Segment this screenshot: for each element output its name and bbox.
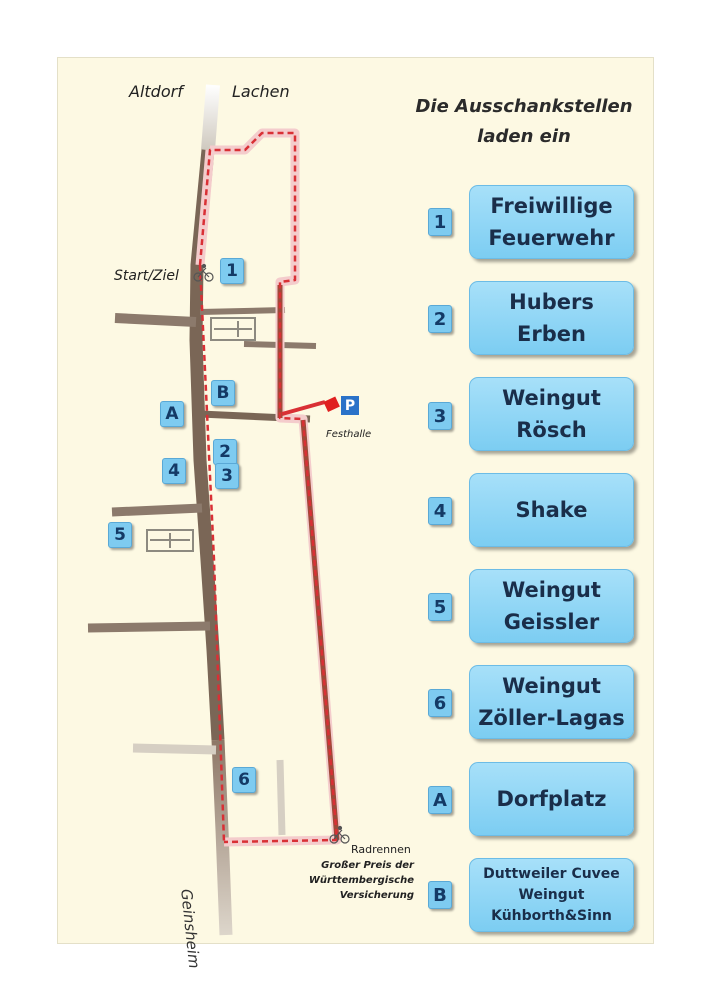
legend-number-a: A <box>428 786 452 814</box>
side-street <box>111 503 203 517</box>
legend-number-b: B <box>428 881 452 909</box>
map-marker-5: 5 <box>108 522 132 548</box>
legend-number-5: 5 <box>428 593 452 621</box>
legend-name: Shake <box>515 498 588 522</box>
festhalle-label: Festhalle <box>326 429 372 440</box>
race-route-main <box>198 264 226 843</box>
building-outline <box>210 317 256 341</box>
main-road-north <box>201 84 220 151</box>
main-road <box>189 149 225 741</box>
place-lachen: Lachen <box>232 82 290 101</box>
legend-name: Hubers Erben <box>509 290 594 346</box>
map-marker-2: 2 <box>213 439 237 465</box>
side-street <box>276 759 286 836</box>
legend-number-1: 1 <box>428 208 452 236</box>
route-band-main <box>195 149 215 266</box>
map-marker-4: 4 <box>162 458 186 484</box>
festhalle-building <box>323 396 340 412</box>
side-street <box>87 621 211 633</box>
legend-name: Freiwillige Feuerwehr <box>488 194 615 250</box>
legend-name: Dorfplatz <box>496 787 607 811</box>
start-finish-label: Start/Ziel <box>114 268 179 284</box>
legend-number-2: 2 <box>428 305 452 333</box>
race-route <box>198 131 339 844</box>
race-label: Radrennen <box>351 843 411 856</box>
legend-card-b: Duttweiler Cuvee Weingut Kühborth&Sinn <box>469 858 634 932</box>
legend-number-4: 4 <box>428 497 452 525</box>
side-street <box>199 307 286 315</box>
map-marker-6: 6 <box>232 767 256 793</box>
legend-card-6: Weingut Zöller-Lagas <box>469 665 634 739</box>
map-marker-1: 1 <box>220 258 244 284</box>
legend-card-3: Weingut Rösch <box>469 377 634 451</box>
map-marker-3: 3 <box>215 463 239 489</box>
legend-card-5: Weingut Geissler <box>469 569 634 643</box>
legend-card-1: Freiwillige Feuerwehr <box>469 185 634 259</box>
bicycle-icon <box>193 263 214 282</box>
legend-title-text: Die Ausschankstellen laden ein <box>415 96 633 147</box>
legend-card-2: Hubers Erben <box>469 281 634 355</box>
main-road-south <box>211 739 233 936</box>
legend-card-4: Shake <box>469 473 634 547</box>
building-outline <box>146 529 194 552</box>
parking-icon: P <box>341 396 359 415</box>
map-marker-a: A <box>160 401 184 427</box>
legend-title: Die Ausschankstellen laden ein <box>408 92 640 152</box>
legend-name: Weingut Zöller-Lagas <box>478 674 625 730</box>
legend-number-6: 6 <box>428 689 452 717</box>
legend-card-a: Dorfplatz <box>469 762 634 836</box>
side-street <box>132 743 217 755</box>
legend-name: Weingut Geissler <box>502 578 601 634</box>
map-marker-b: B <box>211 380 235 406</box>
race-description: Großer Preis der Württembergische Versic… <box>308 860 414 901</box>
place-altdorf: Altdorf <box>129 82 183 101</box>
legend-name: Weingut Rösch <box>502 386 601 442</box>
bicycle-icon <box>329 825 350 844</box>
legend-number-3: 3 <box>428 402 452 430</box>
side-street <box>114 313 197 327</box>
legend-name: Duttweiler Cuvee Weingut Kühborth&Sinn <box>483 865 620 924</box>
red-street <box>281 400 326 416</box>
